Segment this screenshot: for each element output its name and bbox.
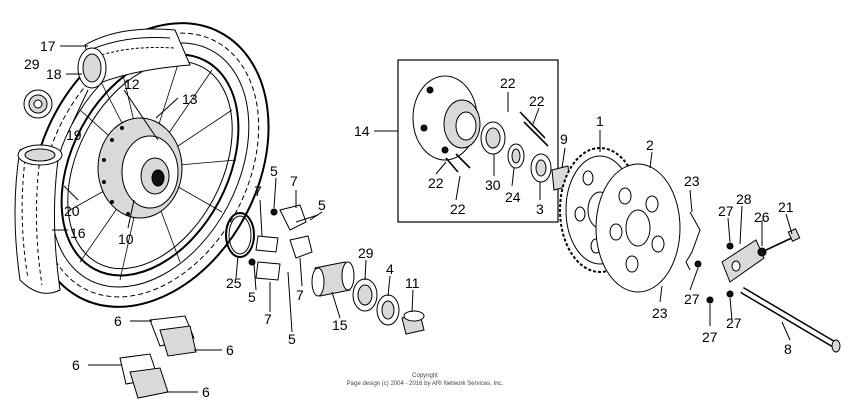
callout-1: 1 [596, 113, 604, 129]
leader-lines-parts [88, 92, 793, 393]
callout-27d: 27 [702, 329, 718, 345]
callout-14: 14 [354, 123, 370, 139]
callout-3: 3 [536, 201, 544, 217]
callout-16: 16 [70, 225, 86, 241]
tube-section [77, 28, 191, 89]
callout-7c: 7 [296, 287, 304, 303]
callout-11: 11 [405, 275, 420, 291]
nut-27c [726, 290, 734, 298]
callout-2: 2 [646, 137, 654, 153]
callout-18: 18 [46, 66, 62, 82]
callout-22c: 22 [428, 175, 444, 191]
callout-13: 13 [182, 91, 198, 107]
tire-section [14, 144, 63, 294]
nut-26 [757, 247, 767, 257]
callout-22a: 22 [500, 75, 516, 91]
callout-22b: 22 [529, 93, 545, 109]
axle [740, 286, 841, 353]
seal-24 [507, 143, 525, 169]
callout-23a: 23 [684, 173, 700, 189]
part-11 [401, 310, 425, 335]
collar-3 [530, 153, 552, 183]
callout-23b: 23 [652, 305, 668, 321]
rear-wheel-assembly [30, 22, 270, 308]
rim [60, 53, 240, 277]
callout-4: 4 [386, 261, 394, 277]
callout-21: 21 [778, 199, 794, 215]
bolt-21 [765, 228, 801, 251]
bearing-left [23, 89, 53, 119]
callout-12: 12 [124, 76, 140, 92]
callout-6b: 6 [226, 342, 234, 358]
callout-19: 19 [66, 127, 82, 143]
callout-10: 10 [118, 231, 134, 247]
callout-24: 24 [505, 189, 521, 205]
bearing-29 [352, 278, 378, 312]
callout-26: 26 [754, 209, 770, 225]
callout-27c: 27 [726, 315, 742, 331]
callout-7d: 7 [264, 311, 272, 327]
callout-17: 17 [40, 38, 56, 54]
leader-lines-wheel [52, 45, 179, 231]
brake-arm-parts [248, 204, 319, 281]
nut-27d [694, 260, 702, 268]
callout-6d: 6 [202, 384, 210, 400]
callout-27a: 27 [718, 203, 734, 219]
callout-27b: 27 [684, 291, 700, 307]
callout-30: 30 [485, 177, 501, 193]
part-4 [376, 294, 400, 326]
spacer-15 [311, 261, 355, 297]
callout-22d: 22 [450, 201, 466, 217]
brake-seal-25 [225, 212, 255, 258]
callout-5d: 5 [288, 331, 296, 347]
callout-5c: 5 [248, 289, 256, 305]
studs-22 [445, 111, 549, 173]
nut-27b [706, 296, 714, 304]
callout-6a: 6 [114, 313, 122, 329]
chain-adjuster-plate [721, 239, 765, 283]
callout-7b: 7 [254, 183, 262, 199]
sprocket-hub [412, 75, 481, 161]
brake-disc [595, 163, 681, 293]
callout-labels: 17 18 29 19 12 13 20 16 10 14 22 22 22 2… [24, 38, 794, 400]
callout-28: 28 [736, 191, 752, 207]
callout-15: 15 [332, 317, 348, 333]
callout-25: 25 [226, 275, 242, 291]
clip-23 [685, 211, 701, 271]
copyright-notice: Page design (c) 2004 - 2016 by ARI Netwo… [347, 381, 504, 387]
callout-8: 8 [784, 341, 792, 357]
callout-20: 20 [64, 203, 80, 219]
callout-9: 9 [560, 131, 568, 147]
brake-shoes [119, 315, 197, 399]
callout-5b: 5 [318, 197, 326, 213]
hub-bolts [102, 126, 130, 216]
bearing-30 [480, 121, 506, 155]
callout-29: 29 [24, 56, 40, 72]
nut-27a [726, 242, 734, 250]
sprocket-hub-box [397, 59, 559, 223]
callout-7a: 7 [290, 173, 298, 189]
callout-6c: 6 [72, 357, 80, 373]
copyright-heading: Copyright [412, 373, 438, 379]
callout-5a: 5 [270, 163, 278, 179]
callout-29b: 29 [358, 245, 374, 261]
